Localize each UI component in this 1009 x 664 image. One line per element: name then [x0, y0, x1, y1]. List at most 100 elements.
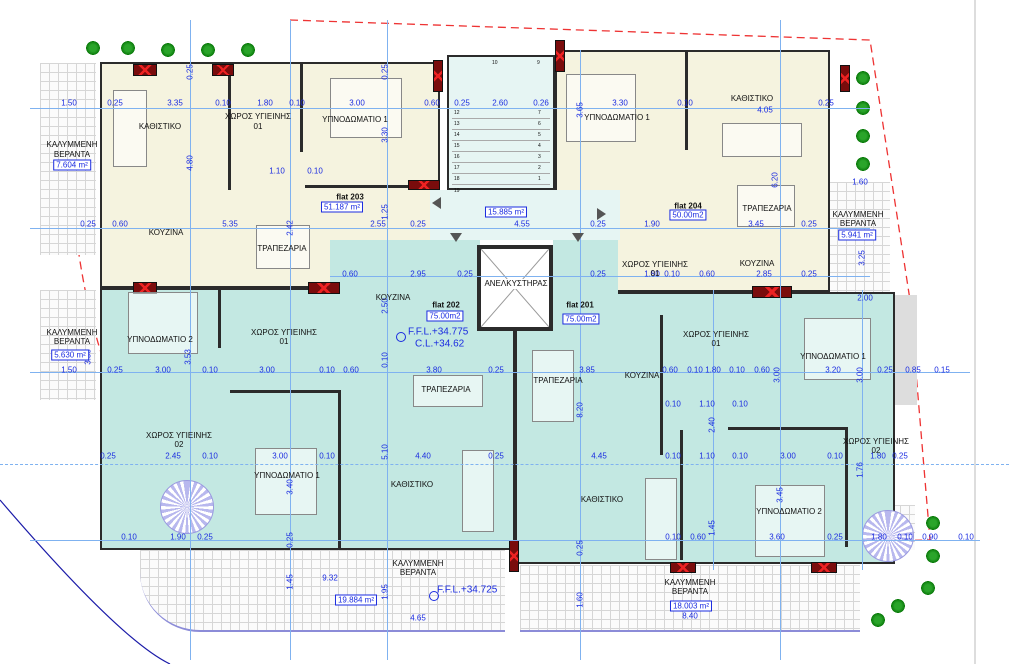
plant-icon	[855, 156, 871, 172]
dimension-label-vertical: 3.40	[285, 479, 295, 495]
dimension-label: 1.50	[61, 98, 77, 108]
dimension-label: 3.00	[272, 451, 288, 461]
stair-step-number: 18	[454, 176, 460, 182]
dining-table	[256, 225, 310, 269]
dimension-label-vertical: 0.25	[285, 532, 295, 548]
dimension-label: 0.25	[488, 365, 504, 375]
dimension-label: 9.32	[322, 573, 338, 583]
column	[509, 540, 519, 572]
dimension-line	[387, 20, 388, 660]
dimension-label: 0.10	[215, 98, 231, 108]
flat-area: 50.00m2	[669, 209, 707, 221]
room-label-bath-1: ΧΩΡΟΣ ΥΓΙΕΙΝΗΣ	[251, 328, 317, 337]
dimension-label: 4.55	[514, 219, 530, 229]
dimension-line	[30, 228, 870, 229]
room-label-dining: ΤΡΑΠΕΖΑΡΙΑ	[742, 204, 792, 213]
plant-icon	[920, 580, 936, 596]
dimension-label: 4.65	[410, 613, 426, 623]
veranda-label: ΚΑΛΥΜΜΕΝΗ	[392, 559, 444, 568]
dimension-line	[713, 290, 714, 570]
dimension-label-vertical: 4.80	[185, 155, 195, 171]
stair-step-number: 14	[454, 132, 460, 138]
dimension-label-vertical: 3.65	[575, 102, 585, 118]
dimension-line	[862, 290, 863, 570]
veranda-label: ΒΕΡΑΝΤΑ	[399, 568, 437, 577]
veranda-label: ΒΕΡΑΝΤΑ	[839, 219, 877, 228]
stair-step-number: 1	[538, 176, 541, 182]
ceiling-level: C.L.+34.62	[415, 338, 465, 350]
dimension-label: 0.60	[343, 365, 359, 375]
dimension-line	[30, 540, 980, 541]
dimension-label: 0.10	[897, 532, 913, 542]
wall	[845, 427, 848, 547]
stair-step-number: 6	[538, 121, 541, 127]
veranda-label: ΚΑΛΥΜΜΕΝΗ	[664, 578, 716, 587]
dimension-line	[580, 50, 581, 660]
stair-tread	[452, 184, 550, 185]
room-label-living: ΚΑΘΙΣΤΙΚΟ	[138, 122, 182, 131]
plant-icon	[890, 598, 906, 614]
wall	[218, 288, 221, 348]
room-label-kitchen: ΚΟΥΖΙΝΑ	[624, 371, 660, 380]
dimension-label: 0.25	[801, 219, 817, 229]
dimension-label-vertical: 0.10	[380, 352, 390, 368]
stair-step-number: 4	[538, 143, 541, 149]
dimension-label: 4.40	[415, 451, 431, 461]
dimension-label-vertical: 2.40	[707, 417, 717, 433]
veranda-area: 18.003 m²	[669, 600, 713, 612]
room-label-kitchen: ΚΟΥΖΙΝΑ	[375, 293, 411, 302]
flat-name: flat 202	[432, 300, 460, 310]
dimension-line	[30, 108, 870, 109]
dining-table	[413, 375, 483, 407]
stair-step-number: 5	[538, 132, 541, 138]
plant-icon	[870, 612, 886, 628]
room-label-kitchen: ΚΟΥΖΙΝΑ	[148, 228, 184, 237]
column	[433, 60, 443, 92]
dimension-label: 0.60	[754, 365, 770, 375]
dimension-label: 3.30	[612, 98, 628, 108]
room-label-bath-2: ΧΩΡΟΣ ΥΓΙΕΙΝΗΣ	[146, 431, 212, 440]
dimension-label: 0.10	[121, 532, 137, 542]
plant-icon	[160, 42, 176, 58]
dimension-label: 0.10	[665, 532, 681, 542]
dimension-label: 3.20	[825, 365, 841, 375]
sofa	[645, 478, 677, 560]
stair-tread	[452, 140, 550, 141]
stair-step-number: 15	[454, 143, 460, 149]
dimension-label-vertical: 3.00	[772, 367, 782, 383]
arrow-left-icon	[432, 197, 441, 209]
dimension-label: 0.10	[677, 98, 693, 108]
dimension-label: 0.10	[319, 365, 335, 375]
dimension-label: 0.10	[687, 365, 703, 375]
dimension-label: 0.10	[289, 98, 305, 108]
wall	[230, 390, 340, 393]
room-label-bath-2: ΧΩΡΟΣ ΥΓΙΕΙΝΗΣ	[843, 437, 909, 446]
room-label-dining: ΤΡΑΠΕΖΑΡΙΑ	[257, 244, 307, 253]
staircase	[447, 55, 555, 190]
column	[670, 562, 696, 573]
dimension-label: 0.25	[454, 98, 470, 108]
dimension-label: 0.60	[690, 532, 706, 542]
dimension-label: 5.35	[222, 219, 238, 229]
dimension-label: 0.25	[80, 219, 96, 229]
dimension-label: 3.00	[155, 365, 171, 375]
plant-icon	[925, 515, 941, 531]
dimension-label: 0.85	[905, 365, 921, 375]
stair-step-number: 13	[454, 121, 460, 127]
stair-step-number: 17	[454, 165, 460, 171]
dimension-label: 0.15	[934, 365, 950, 375]
column	[840, 65, 850, 92]
dimension-label: 0.60	[342, 269, 358, 279]
dimension-label: 0.10	[665, 451, 681, 461]
room-label-dining: ΤΡΑΠΕΖΑΡΙΑ	[533, 376, 583, 385]
dimension-label: 0.25	[827, 532, 843, 542]
dimension-label-vertical: 2.42	[285, 220, 295, 236]
dimension-label: 0.25	[590, 219, 606, 229]
plant-icon	[200, 42, 216, 58]
veranda-label: ΒΕΡΑΝΤΑ	[671, 587, 709, 596]
room-label-living: ΚΑΘΙΣΤΙΚΟ	[730, 94, 774, 103]
stair-step-number: 9	[537, 60, 540, 66]
dimension-line	[190, 20, 191, 660]
flat-name: flat 204	[674, 201, 702, 211]
